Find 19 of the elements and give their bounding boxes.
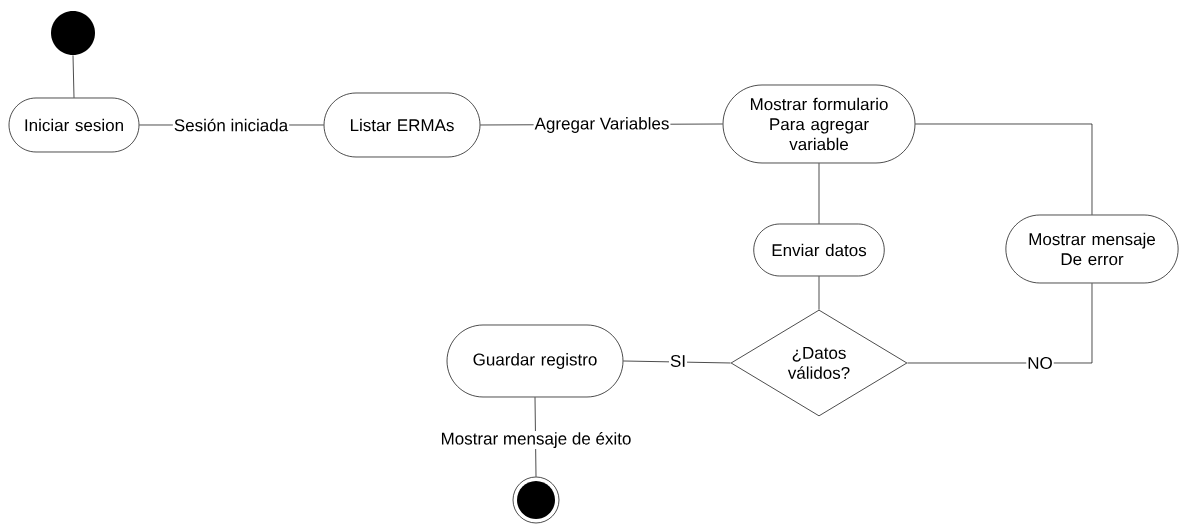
connector-line xyxy=(818,163,820,224)
activity-box: Mostrar formulario Para agregar variable xyxy=(722,84,916,164)
activity-box: Mostrar mensaje De error xyxy=(1005,214,1179,284)
connector-line xyxy=(915,123,1093,215)
connector-line xyxy=(818,276,820,310)
activity-box: Guardar registro xyxy=(446,324,624,398)
edge-label: SI xyxy=(668,353,688,368)
edge-label: Sesión iniciada xyxy=(172,117,290,133)
activity-box: Listar ERMAs xyxy=(323,92,481,158)
connector-line xyxy=(623,360,731,364)
end-node xyxy=(512,476,560,524)
connector-line xyxy=(72,55,75,98)
edge-label: NO xyxy=(1026,355,1054,370)
activity-box: Iniciar sesion xyxy=(8,97,140,153)
start-node xyxy=(51,11,95,55)
edge-label: Agregar Variables xyxy=(533,116,671,134)
activity-box: Enviar datos xyxy=(753,223,885,277)
edge-label: Mostrar mensaje de éxito xyxy=(439,430,633,449)
connector-line xyxy=(907,283,1093,364)
